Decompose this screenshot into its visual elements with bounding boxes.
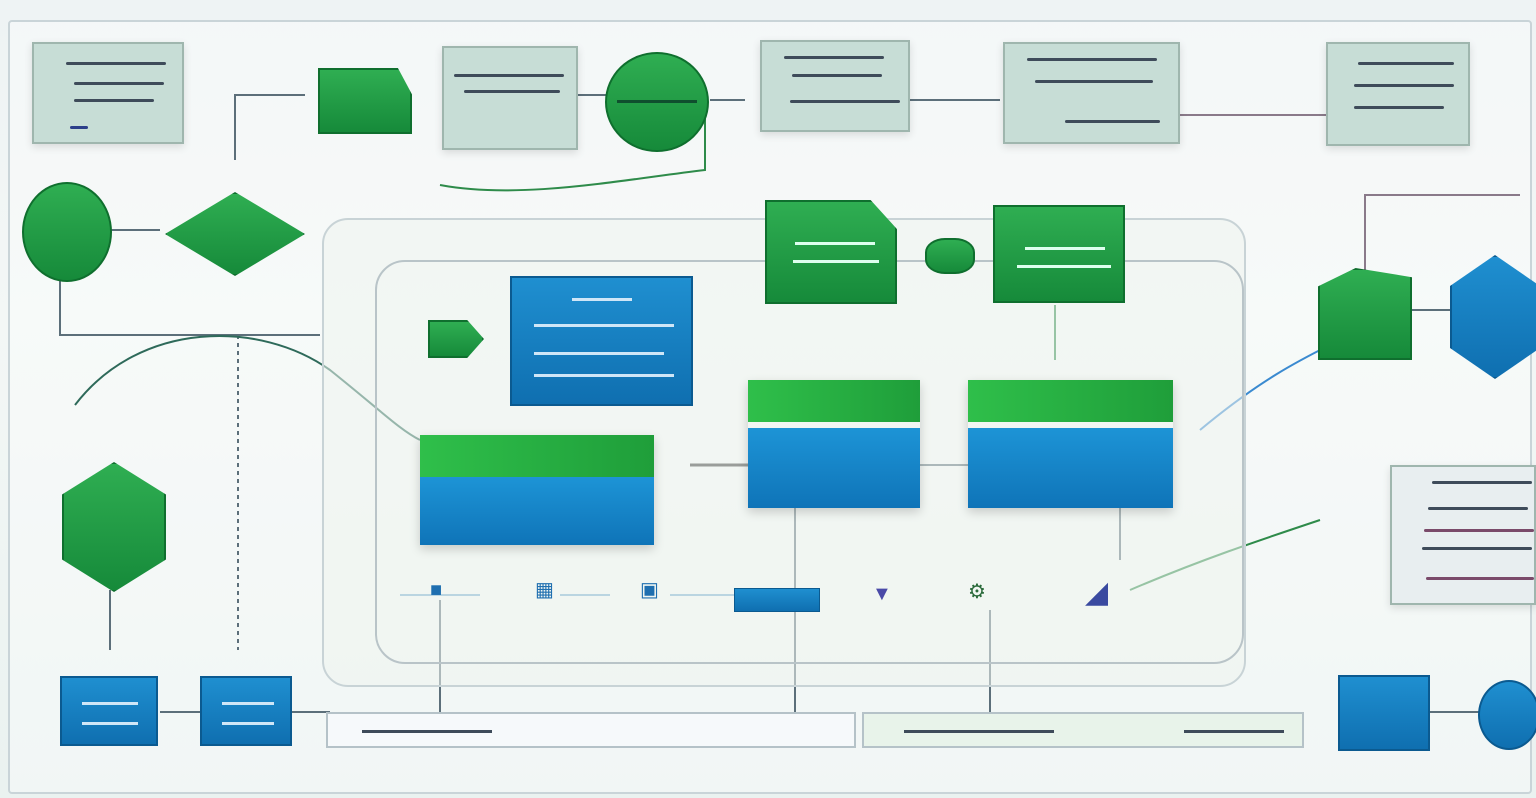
blue-box-2 <box>200 676 292 746</box>
green-start-node <box>22 182 112 282</box>
blue-end-node <box>1478 680 1536 750</box>
green-block-4 <box>1318 268 1412 360</box>
green-circle-node <box>605 52 709 152</box>
process-card-2 <box>748 380 920 508</box>
chart-icon: ▦ <box>535 579 554 601</box>
triangle-icon: ◢ <box>1085 576 1109 609</box>
blue-process-box <box>510 276 693 406</box>
blue-box-1 <box>60 676 158 746</box>
process-card-1-body <box>420 477 654 545</box>
bottom-bar-right <box>862 712 1304 748</box>
note-box-1 <box>32 42 184 144</box>
note-box-4 <box>1003 42 1180 144</box>
green-block-3 <box>993 205 1125 303</box>
process-card-3-header <box>968 380 1173 422</box>
process-card-3-body <box>968 428 1173 508</box>
user-icon: ■ <box>430 579 443 601</box>
blue-box-3 <box>1338 675 1430 751</box>
bottom-bar-left <box>326 712 856 748</box>
flag-icon: ▼ <box>872 583 892 605</box>
green-block-2 <box>765 200 897 304</box>
green-pill <box>925 238 975 274</box>
note-box-2 <box>442 46 578 150</box>
green-block-1 <box>318 68 412 134</box>
gear-icon: ⚙ <box>968 581 986 603</box>
process-card-3 <box>968 380 1173 508</box>
note-box-5 <box>1326 42 1470 146</box>
process-card-1-header <box>420 435 654 477</box>
blue-tag <box>734 588 820 612</box>
cube-icon: ▣ <box>640 579 659 601</box>
process-card-2-header <box>748 380 920 422</box>
note-box-3 <box>760 40 910 132</box>
process-card-2-body <box>748 428 920 508</box>
note-box-6 <box>1390 465 1536 605</box>
process-card-1 <box>420 435 654 545</box>
